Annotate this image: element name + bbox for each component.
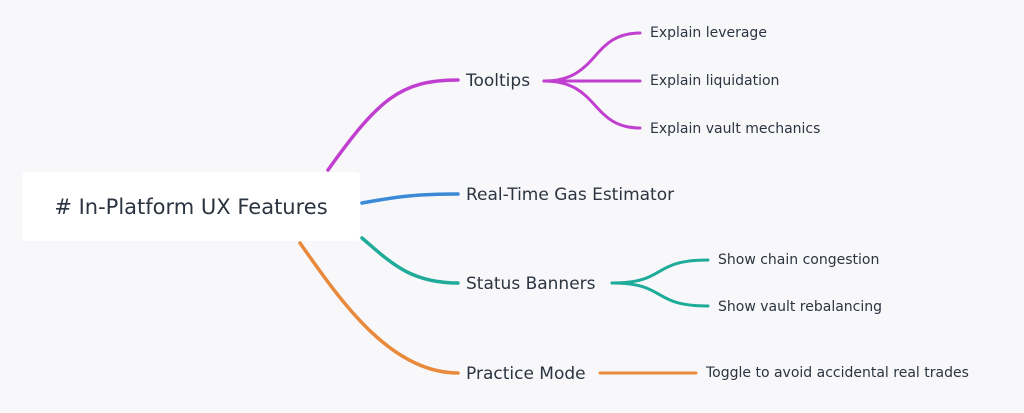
node-gas-estimator-label: Real-Time Gas Estimator [466, 185, 675, 205]
edge-root-gas-estimator [360, 192, 460, 205]
edge-root-practice-mode [298, 241, 460, 375]
root-node[interactable]: # In-Platform UX Features [22, 172, 360, 241]
edge-tooltips-child-2 [542, 79, 642, 130]
node-tooltips-label: Tooltips [466, 71, 531, 91]
edge-root-status-banners [360, 236, 460, 285]
node-explain-vault-mechanics[interactable]: Explain vault mechanics [650, 120, 820, 138]
node-explain-leverage[interactable]: Explain leverage [650, 24, 767, 42]
node-show-chain-congestion-label: Show chain congestion [718, 252, 880, 268]
node-practice-mode[interactable]: Practice Mode [462, 364, 590, 384]
node-explain-leverage-label: Explain leverage [650, 25, 767, 41]
node-gas-estimator[interactable]: Real-Time Gas Estimator [462, 185, 679, 205]
node-tooltips[interactable]: Tooltips [462, 71, 535, 91]
edge-status-child-1 [610, 281, 710, 308]
node-practice-mode-label: Practice Mode [466, 364, 586, 384]
root-node-label: # In-Platform UX Features [54, 194, 328, 219]
node-show-chain-congestion[interactable]: Show chain congestion [718, 251, 879, 269]
node-explain-liquidation[interactable]: Explain liquidation [650, 72, 779, 90]
node-toggle-practice-label: Toggle to avoid accidental real trades [706, 365, 969, 381]
node-status-banners-label: Status Banners [466, 274, 596, 294]
edge-root-tooltips [326, 78, 460, 172]
node-status-banners[interactable]: Status Banners [462, 274, 600, 294]
node-toggle-practice[interactable]: Toggle to avoid accidental real trades [706, 364, 969, 382]
edge-status-child-0 [610, 258, 710, 285]
edge-tooltips-child-0 [542, 31, 642, 83]
node-explain-liquidation-label: Explain liquidation [650, 73, 780, 89]
node-show-vault-rebalancing-label: Show vault rebalancing [718, 299, 883, 315]
node-explain-vault-mechanics-label: Explain vault mechanics [650, 121, 821, 137]
node-show-vault-rebalancing[interactable]: Show vault rebalancing [718, 298, 882, 316]
